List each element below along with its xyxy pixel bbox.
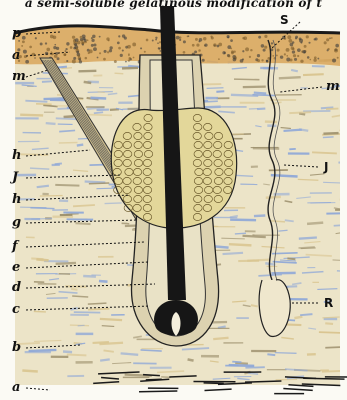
label-R: R — [324, 296, 333, 310]
label-g: g — [12, 216, 21, 230]
label-b: b — [12, 341, 21, 355]
label-c: c — [12, 303, 20, 317]
label-p: p — [12, 27, 21, 41]
label-e: e — [12, 261, 20, 275]
label-J-left: J — [12, 171, 18, 185]
label-h-lower: h — [12, 193, 21, 207]
label-m-right: m — [326, 80, 340, 94]
label-a-top: a — [12, 49, 20, 63]
label-a-bottom: a — [12, 381, 20, 395]
label-h-upper: h — [12, 149, 21, 163]
label-d: d — [12, 281, 21, 295]
label-f: f — [12, 240, 18, 254]
label-S: S — [280, 13, 289, 27]
label-J-right: J — [324, 160, 328, 174]
label-m-left: m — [12, 70, 26, 84]
